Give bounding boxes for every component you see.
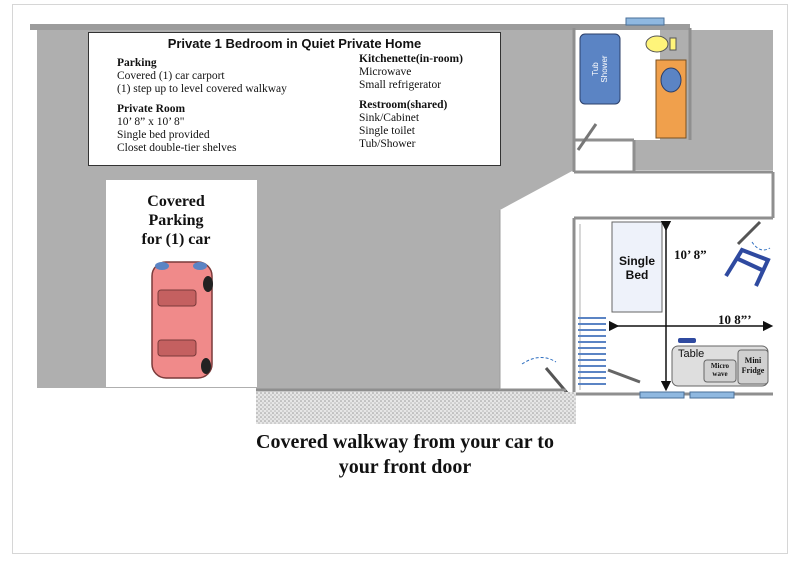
closet — [578, 317, 606, 385]
table-label: Table — [678, 348, 705, 360]
parking-label: Covered Parking for (1) car — [128, 192, 224, 249]
tub-label: Tub Shower — [591, 41, 609, 97]
heading-private-room: Private Room — [117, 103, 186, 115]
bed-label: Single Bed — [612, 254, 662, 282]
parking-label-line: Parking — [148, 212, 204, 229]
kitchen-line: Small refrigerator — [359, 79, 442, 91]
bed-label-line: Bed — [625, 268, 649, 282]
chair — [724, 247, 771, 287]
walkway-caption-line: Covered walkway from your car to — [256, 431, 554, 453]
fridge-label-line: Fridge — [741, 366, 765, 375]
heading-restroom: Restroom(shared) — [359, 99, 448, 111]
walkway — [256, 392, 576, 424]
single-bed — [611, 221, 663, 313]
info-right-column: Kitchenette(in-room) Microwave Small ref… — [359, 53, 463, 151]
walkway-caption-line: your front door — [338, 456, 472, 478]
room-line: 10’ 8” x 10’ 8" — [117, 116, 185, 128]
microwave-label: Micro wave — [704, 362, 736, 378]
info-title: Private 1 Bedroom in Quiet Private Home — [167, 36, 422, 51]
room-line: Closet double-tier shelves — [117, 142, 237, 154]
bath-window — [625, 17, 665, 26]
kitchen-line: Microwave — [359, 66, 412, 78]
fridge-label: Mini Fridge — [738, 356, 768, 376]
bedroom — [521, 172, 775, 399]
microwave-label-line: Micro — [710, 362, 730, 370]
bedroom-window-1 — [639, 391, 685, 399]
parking-line: (1) step up to level covered walkway — [117, 83, 287, 95]
heading-parking: Parking — [117, 57, 157, 69]
dimension-vertical: 10’ 8” — [674, 247, 707, 262]
microwave-label-line: wave — [712, 370, 728, 378]
fridge-label-line: Mini — [744, 356, 762, 365]
tub-label-line: Shower — [600, 55, 609, 83]
bedroom-window-2 — [689, 391, 735, 399]
info-left-column: Parking Covered (1) car carport (1) step… — [117, 57, 287, 155]
toilet — [645, 35, 669, 53]
top-wall — [30, 24, 690, 30]
tub-shower — [579, 33, 621, 105]
restroom-line: Single toilet — [359, 125, 415, 137]
room-line: Single bed provided — [117, 129, 210, 141]
car — [151, 261, 213, 379]
restroom-line: Sink/Cabinet — [359, 112, 420, 124]
bed-label-line: Single — [618, 254, 655, 268]
microwave — [703, 359, 737, 383]
info-box: Private 1 Bedroom in Quiet Private Home … — [88, 32, 501, 166]
parking-label-line: Covered — [147, 193, 205, 210]
mini-fridge — [737, 349, 769, 385]
bathroom — [572, 17, 773, 174]
dimension-horizontal: 10 8”’ — [718, 312, 752, 327]
sink — [660, 67, 682, 93]
restroom-line: Tub/Shower — [359, 138, 416, 150]
tub-label-line: Tub — [591, 62, 600, 76]
heading-kitchenette: Kitchenette(in-room) — [359, 53, 463, 65]
walkway-caption: Covered walkway from your car to your fr… — [180, 430, 630, 480]
parking-label-line: for (1) car — [141, 231, 211, 248]
parking-line: Covered (1) car carport — [117, 70, 225, 82]
